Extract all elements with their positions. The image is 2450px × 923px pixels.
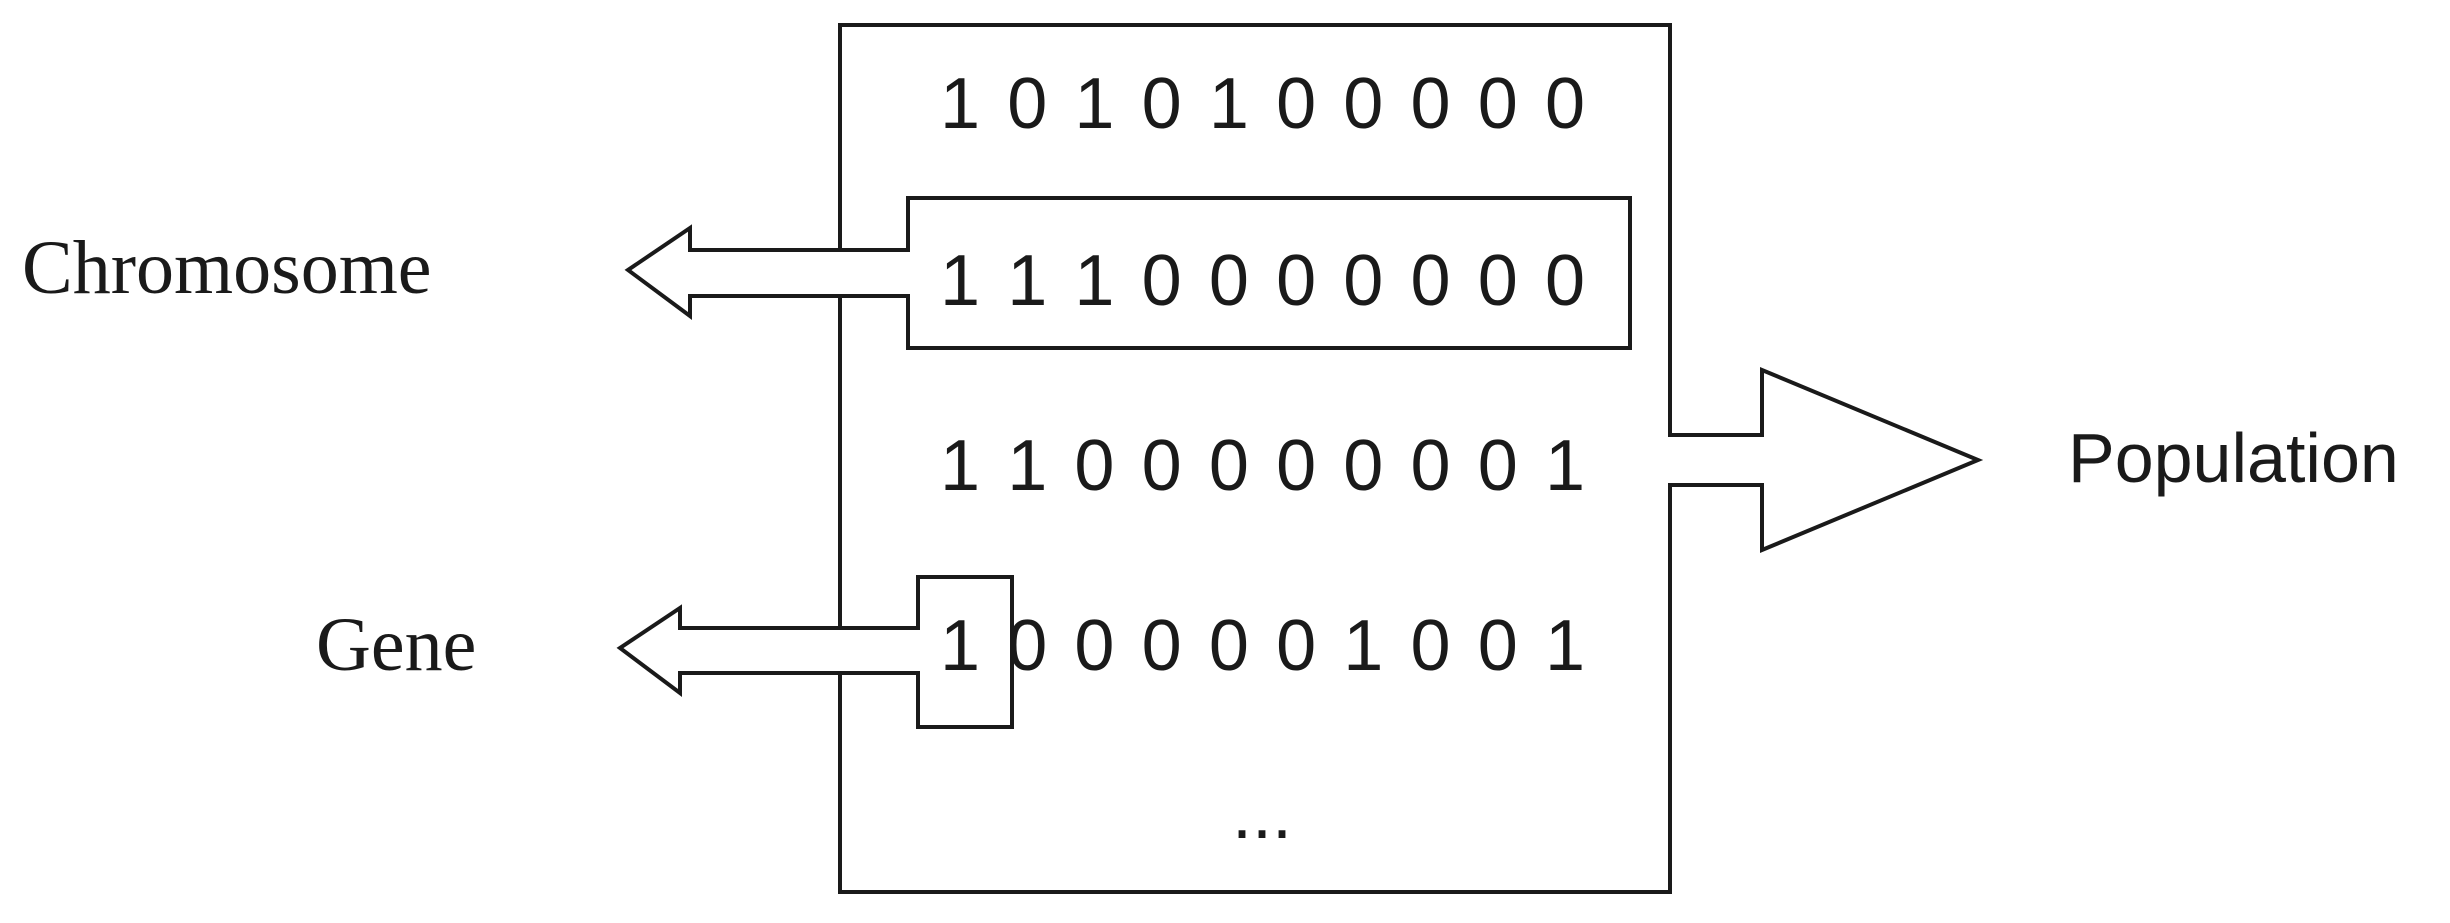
gene-box <box>616 575 1014 729</box>
ellipsis: ... <box>1232 774 1292 854</box>
chromosome-row-1: 1 0 1 0 1 0 0 0 0 0 <box>940 64 1585 144</box>
chromosome-row-4: 1 0 0 0 0 0 1 0 0 1 <box>940 606 1585 686</box>
population-label: Population <box>2068 419 2399 497</box>
chromosome-row-2: 1 1 1 0 0 0 0 0 0 0 <box>940 241 1585 321</box>
chromosome-row-3: 1 1 0 0 0 0 0 0 0 1 <box>940 426 1585 506</box>
chromosome-box <box>624 196 1632 350</box>
chromosome-label: Chromosome <box>22 226 432 310</box>
gene-label: Gene <box>316 603 476 687</box>
